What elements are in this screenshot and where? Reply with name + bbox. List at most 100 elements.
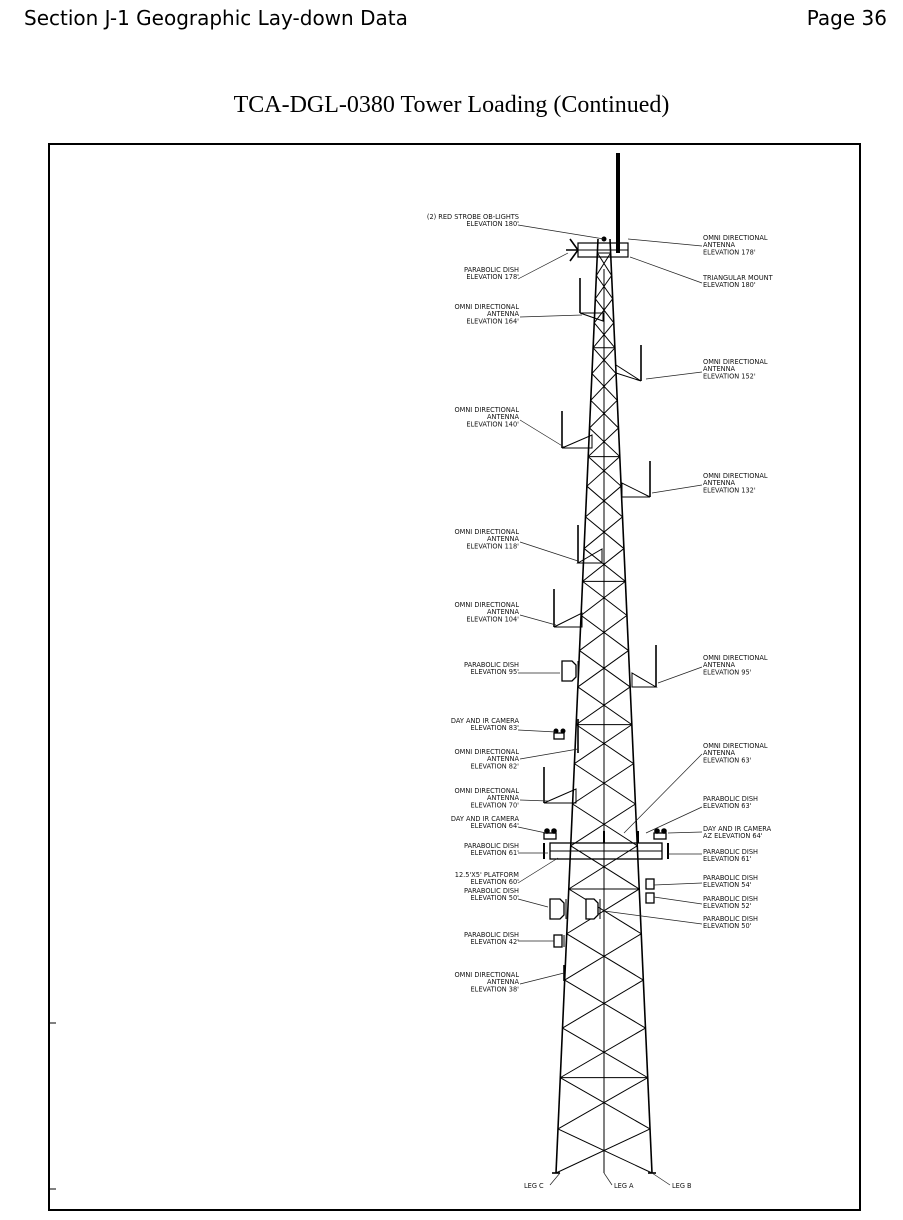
tower-brace [594, 298, 615, 324]
leg-label-text: LEG B [672, 1182, 692, 1190]
callout-text: PARABOLIC DISH [703, 848, 758, 856]
callout-leader [517, 252, 569, 280]
tower-brace [582, 581, 628, 616]
callout-text: ELEVATION 95' [703, 668, 752, 676]
callout-text: ELEVATION 70' [471, 801, 520, 809]
callout-text: PARABOLIC DISH [703, 874, 758, 882]
callout-leader [627, 238, 703, 247]
tower-brace [564, 979, 646, 1029]
callout-leader [603, 910, 703, 925]
tower-brace [575, 686, 631, 726]
callout-leader [519, 614, 557, 626]
callout-text: ELEVATION 38' [471, 985, 520, 993]
callout-text: ANTENNA [703, 661, 736, 669]
callout-text: ELEVATION 178' [703, 248, 756, 256]
callout-text: ANTENNA [487, 310, 520, 318]
callout-text: ELEVATION 140' [466, 420, 519, 428]
callout-text: OMNI DIRECTIONAL [703, 234, 768, 242]
callout-text: PARABOLIC DISH [464, 842, 519, 850]
tower-brace [594, 275, 613, 300]
tower-brace [555, 1128, 651, 1174]
callout-text: ELEVATION 82' [471, 762, 520, 770]
callout-text: OMNI DIRECTIONAL [454, 748, 519, 756]
tower-brace [589, 427, 621, 457]
callout-text: ELEVATION 60' [471, 878, 520, 886]
callout-leader [519, 314, 583, 318]
tower-brace [596, 252, 613, 276]
tower-brace [579, 650, 631, 688]
callout-leader [667, 831, 703, 834]
callout-leader [519, 799, 549, 802]
callout-text: ANTENNA [487, 755, 520, 763]
tower-brace [560, 1027, 646, 1079]
camera-64-right [653, 828, 667, 840]
tower-brace [590, 373, 617, 401]
callout-text: OMNI DIRECTIONAL [454, 303, 519, 311]
callout-leader [519, 419, 565, 448]
tower-brace [579, 614, 628, 651]
tower-brace [564, 933, 642, 981]
omni-antenna-70 [543, 767, 577, 804]
callout-text: ELEVATION 54' [703, 881, 752, 889]
callout-text: OMNI DIRECTIONAL [703, 472, 768, 480]
callout-text: PARABOLIC DISH [464, 661, 519, 669]
leg-label-leader [651, 1172, 671, 1186]
callout-text: PARABOLIC DISH [464, 931, 519, 939]
callout-text: DAY AND IR CAMERA [451, 717, 520, 725]
callout-text: ANTENNA [703, 749, 736, 757]
callout-text: PARABOLIC DISH [703, 915, 758, 923]
camera-64-left [543, 828, 557, 840]
callout-text: OMNI DIRECTIONAL [454, 528, 519, 536]
tower-equipment [543, 153, 669, 981]
omni-antenna-140 [561, 411, 593, 449]
tower-brace [592, 322, 615, 349]
callout-text: OMNI DIRECTIONAL [454, 601, 519, 609]
tower-brace [585, 516, 625, 549]
callout-text: ELEVATION 95' [471, 668, 520, 676]
tower-brace [590, 399, 619, 429]
callout-text: ELEVATION 132' [703, 486, 756, 494]
document-title: TCA-DGL-0380 Tower Loading (Continued) [233, 92, 670, 118]
tower-brace [574, 724, 633, 765]
tower-brace [595, 252, 612, 276]
tower-brace [572, 763, 634, 805]
tower-brace [566, 888, 640, 935]
omni-antenna-118 [576, 525, 603, 564]
parabolic-dish-95 [561, 660, 579, 682]
callout-leader [517, 898, 549, 908]
callout-text: ANTENNA [487, 535, 520, 543]
callout-text: ELEVATION 118' [466, 542, 519, 550]
callout-leader [519, 541, 579, 562]
tower-brace [582, 548, 625, 582]
callout-text: ANTENNA [487, 608, 520, 616]
callout-text: 12.5'X5' PLATFORM [455, 871, 520, 879]
parabolic-dish-top [566, 238, 579, 262]
omni-antenna-132 [621, 461, 651, 498]
callout-text: OMNI DIRECTIONAL [703, 358, 768, 366]
callout-text: OMNI DIRECTIONAL [703, 742, 768, 750]
callout-text: PARABOLIC DISH [703, 895, 758, 903]
tower-brace [560, 1077, 651, 1130]
callout-text: ELEVATION 50' [471, 894, 520, 902]
